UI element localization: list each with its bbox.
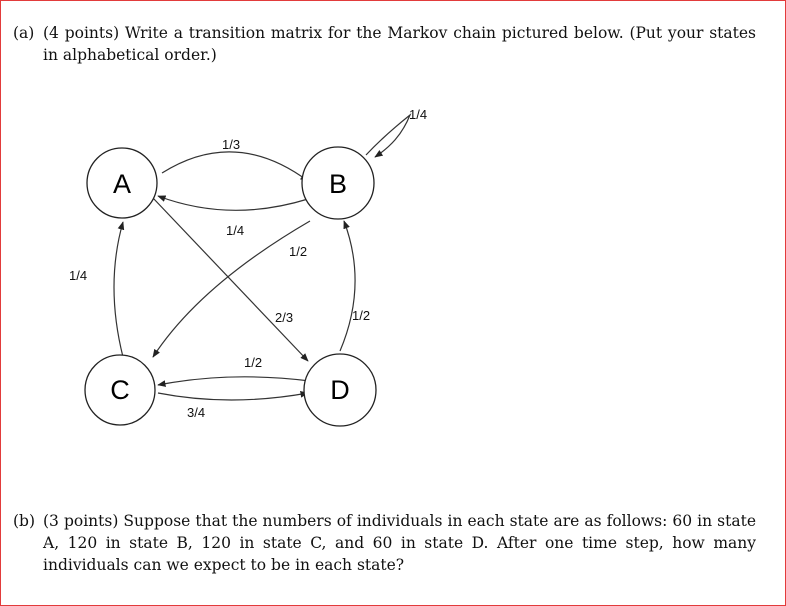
label-b-self: 1/4: [409, 107, 427, 122]
node-b-label: B: [329, 169, 347, 199]
question-a: (a) (4 points) Write a transition matrix…: [13, 22, 756, 66]
node-d: D: [303, 353, 377, 427]
node-a-label: A: [113, 169, 131, 199]
label-c-to-a: 1/4: [69, 268, 87, 283]
label-b-to-c: 1/2: [289, 244, 307, 259]
edge-b-to-c: [152, 220, 311, 358]
edge-c-to-d: [157, 391, 309, 401]
edge-a-to-d: [152, 197, 309, 362]
node-b: B: [301, 146, 375, 220]
label-d-to-c: 1/2: [244, 355, 262, 370]
label-d-to-b: 1/2: [352, 308, 370, 323]
edge-d-to-b: [339, 220, 356, 352]
node-d-label: D: [330, 375, 350, 405]
label-b-to-a: 1/4: [226, 223, 244, 238]
question-a-text: (4 points) Write a transition matrix for…: [43, 24, 756, 64]
edge-c-to-a: [113, 221, 125, 358]
markov-chain-diagram: A B C D 1/4 1/3 1/4 1/2 2/3 1/2 1/4 1/2 …: [69, 107, 427, 427]
question-b-label: (b): [13, 512, 36, 530]
edge-b-self-loop: [365, 113, 412, 158]
label-c-to-d: 3/4: [187, 405, 205, 420]
edge-a-to-b: [161, 151, 309, 182]
node-c-label: C: [110, 375, 130, 405]
question-a-label: (a): [13, 24, 35, 42]
label-a-to-b: 1/3: [222, 137, 240, 152]
question-b-text: (3 points) Suppose that the numbers of i…: [43, 512, 756, 574]
node-c: C: [84, 354, 156, 426]
node-a: A: [86, 147, 158, 219]
label-a-to-d: 2/3: [275, 310, 293, 325]
question-b: (b) (3 points) Suppose that the numbers …: [13, 510, 756, 576]
edge-b-to-a: [157, 195, 309, 211]
edge-d-to-c: [157, 376, 311, 387]
